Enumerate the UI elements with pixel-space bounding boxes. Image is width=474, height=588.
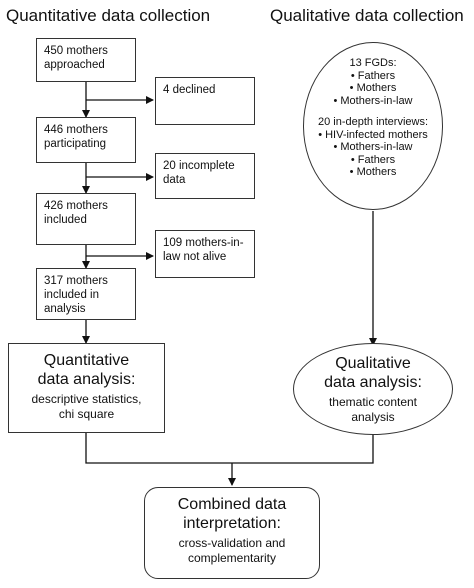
fgd-item: • Mothers [349,82,397,94]
interview-item: • Fathers [350,153,396,166]
interview-title: 20 in-depth interviews: [317,116,429,128]
quantitative-analysis-subtitle: descriptive statistics,chi square [31,392,142,421]
merge-line [85,433,374,464]
fgd-item: • Mothers-in-law [333,94,413,107]
qualitative-collection-circle: 13 FGDs: • Fathers • Mothers • Mothers-i… [303,42,443,210]
qualitative-header: Qualitative data collection [270,6,464,25]
interview-item: • Mothers [349,166,397,178]
fgd-item: • Fathers [350,69,396,82]
interview-item: • HIV-infected mothers [318,128,428,141]
fgd-title: 13 FGDs: [349,57,397,69]
interview-item: • Mothers-in-law [333,141,413,153]
not-alive-box: 109 mothers-in-law not alive [155,230,255,278]
declined-box: 4 declined [155,77,255,125]
quantitative-header: Quantitative data collection [6,6,211,25]
